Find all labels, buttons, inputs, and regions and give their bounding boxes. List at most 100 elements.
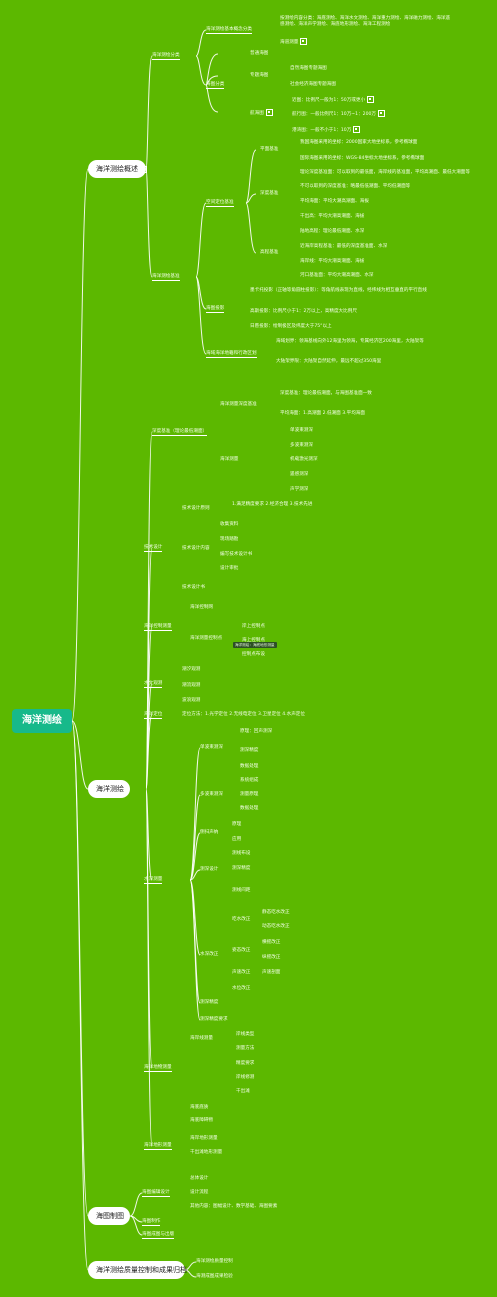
node-pitch-corr: 纵摇改正 bbox=[262, 955, 281, 960]
node-line-layout: 测线布设 bbox=[232, 851, 251, 856]
node-survey-datum: 海洋测量深度基准 bbox=[220, 402, 257, 407]
node-result-check: 海测成图成果检验 bbox=[196, 1274, 233, 1279]
node-nautical-chart: 航海图 bbox=[250, 109, 273, 117]
node-content-classes: 按测绘内容分类：海底测绘、海洋水文测绘、海洋重力测绘、海洋磁力测绘、海洋遥感测绘… bbox=[280, 16, 450, 27]
node-coast-types: 岸线类型 bbox=[236, 1032, 255, 1037]
node-drying-flat: 干出滩 bbox=[236, 1089, 250, 1094]
node-control-network: 海洋控制网 bbox=[190, 605, 213, 610]
node-sb-accuracy: 测深精度 bbox=[240, 748, 259, 753]
node-gauss: 高斯投影：比例尺小于1：2万以上，高精度大比例尺 bbox=[250, 309, 357, 314]
node-chart-production[interactable]: 海图制作 bbox=[142, 1219, 161, 1226]
node-tide-obs: 潮汐观测 bbox=[182, 667, 201, 672]
node-tech-design[interactable]: 技术设计 bbox=[144, 545, 163, 552]
node-design-doc: 技术设计书 bbox=[182, 585, 205, 590]
node-shore-points: 岸上控制点 bbox=[242, 624, 265, 629]
node-write-design: 编写技术设计书 bbox=[220, 552, 253, 557]
node-seabed-quality: 海底底质 bbox=[190, 1105, 209, 1110]
node-height-datum: 高程基准 bbox=[260, 250, 279, 255]
node-depth-correction: 水深改正 bbox=[200, 952, 219, 957]
node-sound-corr: 声速改正 bbox=[232, 970, 251, 975]
node-sea-area[interactable]: 海域海洋地籍和行政区划 bbox=[206, 351, 257, 358]
branch-chart-making[interactable]: 海图制图 bbox=[88, 1207, 130, 1225]
node-projection[interactable]: 海图投影 bbox=[206, 306, 225, 313]
node-coast-methods: 测量方法 bbox=[236, 1046, 255, 1051]
node-plane-intl: 国际海图采用的坐标：WGS-84坐标大地坐标系，参考椭球面 bbox=[300, 156, 425, 161]
node-static-draft: 静态吃水改正 bbox=[262, 910, 290, 915]
node-survey: 海洋测量 bbox=[220, 457, 239, 462]
node-multi-beam: 多波束测深 bbox=[200, 792, 223, 797]
branch-overview[interactable]: 海洋测绘概述 bbox=[88, 160, 147, 178]
node-shoreline: 海岸线：平均大潮高潮面、海拔 bbox=[300, 259, 365, 264]
node-side-scan: 侧扫声纳 bbox=[200, 830, 219, 835]
node-lidar: 机载激光测深 bbox=[290, 457, 318, 462]
node-thematic-chart: 专题海图 bbox=[250, 73, 269, 78]
node-flat-topo: 干出滩地形测量 bbox=[190, 1150, 223, 1155]
node-overall-design: 总体设计 bbox=[190, 1176, 209, 1181]
node-field-visit: 现场踏勘 bbox=[220, 537, 239, 542]
node-obstructions: 海底障碍物 bbox=[190, 1118, 213, 1123]
node-ss-principle: 原理 bbox=[232, 822, 242, 827]
node-sb-processing: 数据处理 bbox=[240, 764, 259, 769]
node-single-beam: 单波束测深 bbox=[200, 745, 223, 750]
node-roll-corr: 横摇改正 bbox=[262, 940, 281, 945]
node-social-thematic: 社会经济海图专题海图 bbox=[290, 82, 336, 87]
node-natural-thematic: 自然海图专题海图 bbox=[290, 66, 327, 71]
node-approach-chart: 近图：比例尺一般为1：50万或更小 bbox=[292, 96, 375, 104]
node-sounding[interactable]: 水深测量 bbox=[144, 877, 163, 884]
node-estuary: 河口基准面：平均大潮高潮面、水深 bbox=[300, 273, 374, 278]
node-approval: 设计审批 bbox=[220, 566, 239, 571]
node-design-other: 其他内容：图幅设计、数学基础、海图要素 bbox=[190, 1204, 278, 1209]
node-datum-desc: 深度基准：理论最低潮面，与海图基准面一致 bbox=[280, 391, 372, 396]
node-spatial-datum[interactable]: 空间定位基准 bbox=[206, 200, 234, 207]
node-acoustic: 声学测深 bbox=[290, 487, 309, 492]
node-datum[interactable]: 海洋测绘基准 bbox=[152, 274, 180, 281]
node-coastline: 海岸线测量 bbox=[190, 1036, 213, 1041]
note-icon bbox=[265, 109, 273, 116]
node-water-level: 水位改正 bbox=[232, 986, 251, 991]
branch-marine-survey[interactable]: 海洋测绘 bbox=[88, 780, 130, 798]
node-hydro-obs[interactable]: 水文观测 bbox=[144, 681, 163, 688]
node-mean-level: 平均海面：1.高潮面 2.低潮面 3.平均海面 bbox=[280, 411, 365, 416]
node-positioning[interactable]: 海洋定位 bbox=[144, 712, 163, 719]
node-feature-survey[interactable]: 海洋地物测量 bbox=[144, 1065, 172, 1072]
node-control-survey[interactable]: 海洋控制测量 bbox=[144, 624, 172, 631]
node-line-spacing: 测线间距 bbox=[232, 888, 251, 893]
node-topo-survey[interactable]: 海洋地形测量 bbox=[144, 1143, 172, 1150]
node-singlebeam: 单波束测深 bbox=[290, 428, 313, 433]
node-coastal-height: 近海岸高程基准：最低的深度基准面、水深 bbox=[300, 244, 388, 249]
node-mb-system: 系统组成 bbox=[240, 778, 259, 783]
node-chart-publish[interactable]: 海图成图与出版 bbox=[142, 1232, 175, 1239]
node-position-methods: 定位方法：1.光学定位 2.无线电定位 3.卫星定位 4.水声定位 bbox=[182, 712, 305, 717]
node-sb-principle: 原理：回声测深 bbox=[240, 729, 273, 734]
branch-quality-control[interactable]: 海洋测绘质量控制和成果归档 bbox=[88, 1261, 187, 1279]
node-depth-other: 不可以取到的深度基准：略最低低潮面、平均低潮面等 bbox=[300, 184, 411, 189]
node-hydrographic: 海道测量 bbox=[280, 38, 308, 46]
node-harbour-chart: 港湾图：一般不小于1：10万 bbox=[292, 126, 361, 134]
node-chart-design[interactable]: 海图编辑设计 bbox=[142, 1190, 170, 1197]
node-basic-concept[interactable]: 海洋测绘基本概念分类 bbox=[206, 27, 252, 34]
node-classification[interactable]: 海洋测绘分类 bbox=[152, 53, 180, 60]
note-icon bbox=[140, 165, 147, 173]
node-draft-corr: 吃水改正 bbox=[232, 917, 251, 922]
node-sea-points: 海上控制点 bbox=[242, 638, 265, 643]
node-control-points: 海洋测量控制点 bbox=[190, 636, 223, 641]
root-topic[interactable]: 海洋测绘 bbox=[12, 709, 72, 733]
node-collect-data: 收集资料 bbox=[220, 522, 239, 527]
node-point-layout: 控制点布设 bbox=[242, 652, 265, 657]
node-coast-accuracy: 精度要求 bbox=[236, 1061, 255, 1066]
node-mean-sea: 平均海面：平均大潮高潮面、海拔 bbox=[300, 199, 369, 204]
node-depth-datum-2[interactable]: 深度基准（理论最低潮面） bbox=[152, 429, 208, 436]
node-chart-classes[interactable]: 海图分类 bbox=[206, 82, 225, 89]
node-land-height: 陆地高程：理论最低潮面、水深 bbox=[300, 229, 365, 234]
branch-overview-label: 海洋测绘概述 bbox=[96, 165, 138, 173]
node-multibeam: 多波束测深 bbox=[290, 443, 313, 448]
node-ss-application: 应用 bbox=[232, 837, 242, 842]
node-mb-principle: 测量原理 bbox=[240, 792, 259, 797]
note-icon bbox=[353, 126, 361, 133]
node-plane-datum: 平面基准 bbox=[260, 147, 279, 152]
node-wave-obs: 波浪观测 bbox=[182, 698, 201, 703]
node-dry-height: 干出高：平均大潮高潮面、海拔 bbox=[300, 214, 365, 219]
node-accuracy-req: 测深精度要求 bbox=[200, 1017, 228, 1022]
node-mb-processing: 数据处理 bbox=[240, 806, 259, 811]
